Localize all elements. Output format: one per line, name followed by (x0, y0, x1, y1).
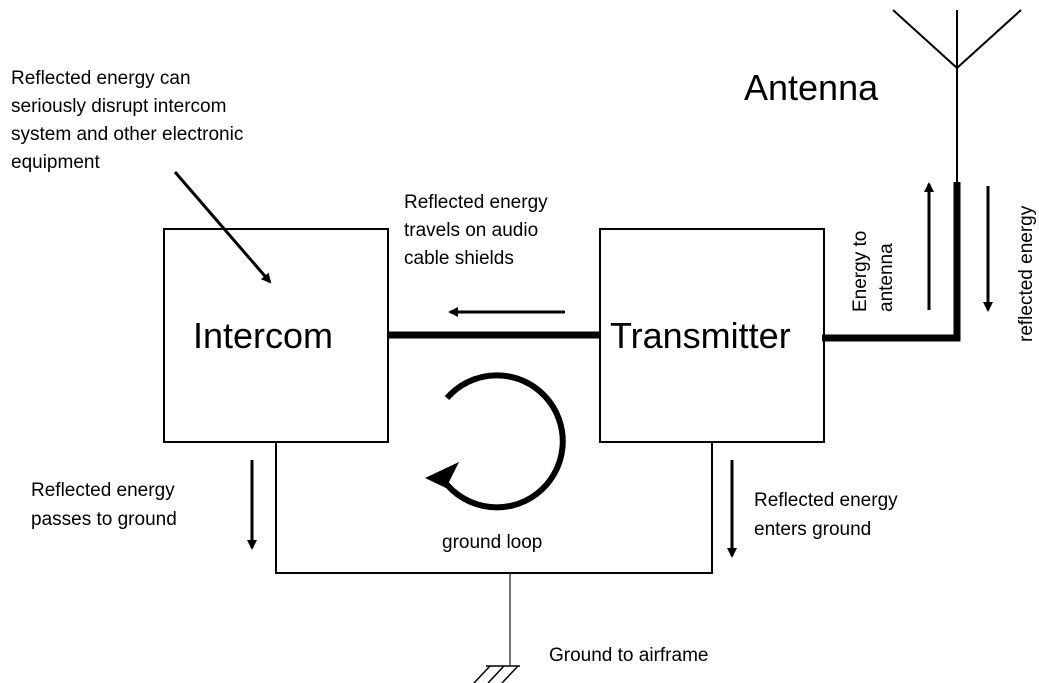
ground-loop-arrowhead (425, 462, 459, 488)
ground-to-airframe-label: Ground to airframe (549, 645, 709, 666)
cable-note-line-1: Reflected energy (404, 192, 548, 213)
note-line-3: system and other electronic (11, 124, 244, 145)
antenna-label: Antenna (744, 67, 879, 108)
note-line-4: equipment (11, 152, 100, 173)
passes-line-2: passes to ground (31, 509, 177, 530)
note-line-1: Reflected energy can (11, 68, 191, 89)
arrow-to-intercom (173, 171, 272, 284)
ground-loop-arrow (437, 372, 566, 511)
cable-note-line-2: travels on audio (404, 220, 539, 241)
intercom-label: Intercom (193, 315, 334, 356)
energy-to-antenna-line-1: Energy to (850, 230, 871, 312)
reflected-energy-vertical-label: reflected energy (1016, 205, 1037, 342)
passes-line-1: Reflected energy (31, 480, 175, 501)
note-line-2: seriously disrupt intercom (11, 96, 227, 117)
ground-wiring (275, 442, 713, 574)
cable-note-line-3: cable shields (404, 248, 514, 269)
ground-loop-label: ground loop (442, 532, 543, 553)
enters-line-2: enters ground (754, 519, 872, 540)
ground-hatch-symbol (473, 665, 520, 683)
energy-to-antenna-line-2: antenna (876, 243, 897, 312)
transmitter-label: Transmitter (610, 315, 791, 356)
enters-line-1: Reflected energy (754, 490, 898, 511)
antenna-feed-line (822, 182, 961, 342)
antenna-symbol (892, 9, 1022, 182)
